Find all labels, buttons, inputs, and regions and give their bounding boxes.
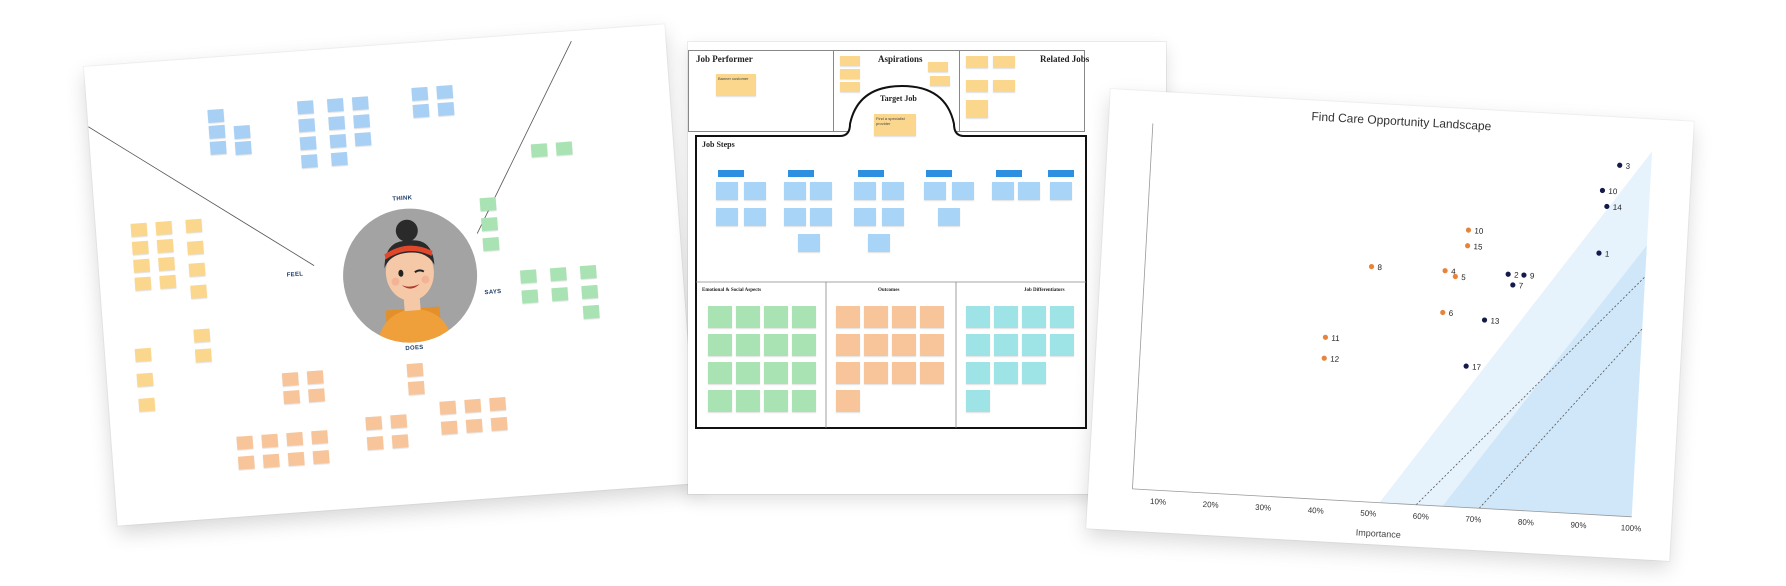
phase-bar	[1048, 170, 1074, 177]
target-job-sticky[interactable]: Find a specialist provider	[874, 114, 916, 136]
phase-bar	[718, 170, 744, 177]
x-tick-label: 40%	[1307, 506, 1323, 516]
data-point-label: 4	[1451, 267, 1456, 276]
zone-boundary-line	[1415, 276, 1646, 506]
job-performer-title: Job Performer	[696, 54, 753, 64]
data-point-label: 9	[1530, 271, 1535, 280]
data-point-label: 6	[1448, 309, 1453, 318]
data-point	[1465, 227, 1472, 233]
data-point	[1452, 273, 1458, 280]
data-point-label: 17	[1472, 362, 1482, 372]
data-point	[1464, 243, 1471, 249]
section-says: SAYS	[484, 288, 502, 297]
data-point	[1510, 282, 1516, 288]
x-tick-label: 100%	[1621, 523, 1642, 533]
chart-title: Find Care Opportunity Landscape	[1311, 109, 1492, 133]
job-steps-title: Job Steps	[702, 140, 735, 149]
data-point-label: 10	[1608, 187, 1618, 197]
data-point-label: 2	[1514, 271, 1519, 280]
data-point-label: 8	[1377, 263, 1382, 272]
data-point-label: 11	[1331, 334, 1340, 343]
data-point-label: 10	[1474, 226, 1484, 236]
opportunity-zone	[1442, 245, 1647, 517]
opportunity-chart-board[interactable]: Find Care Opportunity Landscape Importan…	[1086, 89, 1694, 561]
data-point-label: 12	[1330, 355, 1340, 365]
empathy-map-board[interactable]: THINK FEEL SAYS DOES	[83, 24, 699, 526]
aspirations-title: Aspirations	[878, 54, 923, 64]
data-point	[1322, 334, 1329, 340]
outcomes-title: Outcomes	[878, 288, 900, 293]
data-point	[1505, 271, 1511, 277]
target-job-title: Target Job	[880, 94, 917, 103]
data-point	[1440, 309, 1446, 316]
data-point	[1604, 203, 1610, 210]
section-feel: FEEL	[286, 271, 304, 279]
phase-bar	[996, 170, 1022, 177]
persona-avatar	[338, 203, 482, 348]
phase-bar	[858, 170, 884, 177]
data-point-label: 14	[1613, 203, 1623, 213]
x-tick-label: 80%	[1518, 517, 1534, 527]
data-point	[1599, 187, 1606, 194]
x-tick-label: 90%	[1570, 520, 1586, 530]
x-axis-label: Importance	[1356, 527, 1402, 539]
data-point-label: 7	[1519, 281, 1524, 290]
x-tick-label: 50%	[1360, 509, 1376, 519]
data-point-label: 1	[1605, 249, 1610, 258]
persona-illustration	[378, 219, 452, 348]
x-tick-label: 60%	[1413, 512, 1429, 522]
zone-boundary-line	[1478, 328, 1643, 509]
opportunity-landscape-chart: Find Care Opportunity Landscape Importan…	[1132, 109, 1653, 540]
data-point-label: 3	[1625, 162, 1630, 171]
x-tick-label: 20%	[1202, 500, 1218, 510]
x-tick-label: 30%	[1255, 503, 1271, 513]
job-differentiators-title: Job Differentiators	[1024, 288, 1065, 293]
data-point	[1442, 268, 1448, 274]
data-point-label: 5	[1461, 273, 1466, 282]
job-map-board[interactable]: Job Performer Aspirations Related Jobs B…	[688, 42, 1166, 494]
x-tick-label: 10%	[1150, 497, 1166, 507]
x-axis	[1132, 488, 1632, 518]
phase-bar	[788, 170, 814, 177]
data-point-label: 15	[1473, 242, 1483, 252]
phase-bar	[926, 170, 952, 177]
x-tick-label: 70%	[1465, 515, 1481, 525]
data-point	[1368, 263, 1375, 270]
data-point	[1617, 162, 1623, 168]
related-jobs-title: Related Jobs	[1040, 54, 1090, 64]
data-point	[1521, 272, 1527, 278]
data-point	[1596, 250, 1602, 256]
job-performer-sticky[interactable]: Banner customer	[716, 74, 756, 96]
data-point	[1481, 317, 1488, 323]
data-point	[1321, 355, 1327, 361]
data-point	[1463, 363, 1469, 369]
y-axis	[1132, 123, 1154, 489]
emotional-social-title: Emotional & Social Aspects	[702, 288, 762, 293]
data-point-label: 13	[1490, 316, 1500, 326]
